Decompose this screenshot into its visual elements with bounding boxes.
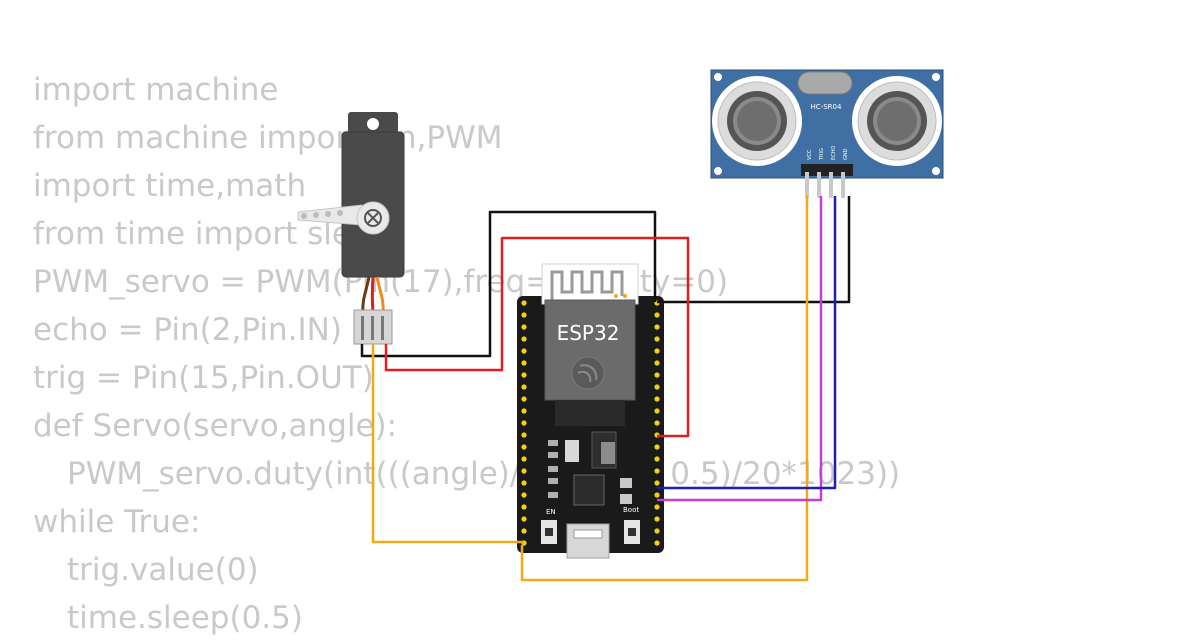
code-line: trig.value(0) bbox=[67, 552, 259, 588]
usb-port bbox=[566, 523, 610, 559]
en-label: EN bbox=[546, 508, 556, 516]
wire-servo-gnd bbox=[360, 210, 657, 358]
wire-sensor-echo bbox=[657, 196, 837, 490]
hc-sr04-sensor[interactable]: HC-SR04 VCC TRIG ECHO GND bbox=[710, 69, 944, 198]
boot-button-cap bbox=[628, 528, 636, 536]
sensor-pin-gnd: GND bbox=[843, 148, 849, 160]
en-button-cap bbox=[545, 528, 553, 536]
code-line: import time,math bbox=[33, 168, 307, 204]
left-transducer bbox=[712, 76, 802, 166]
esp32-chip-label: ESP32 bbox=[557, 321, 620, 345]
wire-servo-signal bbox=[384, 236, 690, 438]
servo-motor[interactable] bbox=[297, 112, 405, 345]
right-transducer bbox=[852, 76, 942, 166]
wire-sensor-gnd bbox=[657, 196, 851, 304]
code-line: from machine import Pin,PWM bbox=[33, 120, 503, 156]
esp32-board[interactable]: ESP32 EN Boot bbox=[517, 263, 664, 559]
right-pin-header bbox=[654, 300, 660, 546]
wires bbox=[360, 196, 851, 582]
left-pin-header bbox=[521, 300, 527, 546]
wire-sensor-vcc bbox=[520, 196, 809, 582]
code-line: echo = Pin(2,Pin.IN) bbox=[33, 312, 342, 348]
sensor-pin-trig: TRIG bbox=[819, 148, 825, 161]
boot-label: Boot bbox=[623, 506, 639, 514]
code-listing: import machine from machine import Pin,PW… bbox=[33, 66, 900, 642]
code-line: import machine bbox=[33, 72, 279, 108]
wire-servo-power bbox=[371, 344, 524, 544]
code-line: def Servo(servo,angle): bbox=[33, 408, 398, 444]
sensor-pin-echo: ECHO bbox=[831, 146, 837, 160]
sensor-pin-vcc: VCC bbox=[807, 149, 813, 160]
wire-sensor-trig bbox=[657, 196, 823, 502]
code-line: from time import sleep bbox=[33, 216, 390, 252]
code-line: trig = Pin(15,Pin.OUT) bbox=[33, 360, 374, 396]
sensor-label: HC-SR04 bbox=[811, 103, 842, 111]
code-line: while True: bbox=[33, 504, 201, 540]
code-line: PWM_servo = PWM(Pin(17),freq=50,duty=0) bbox=[33, 264, 729, 300]
